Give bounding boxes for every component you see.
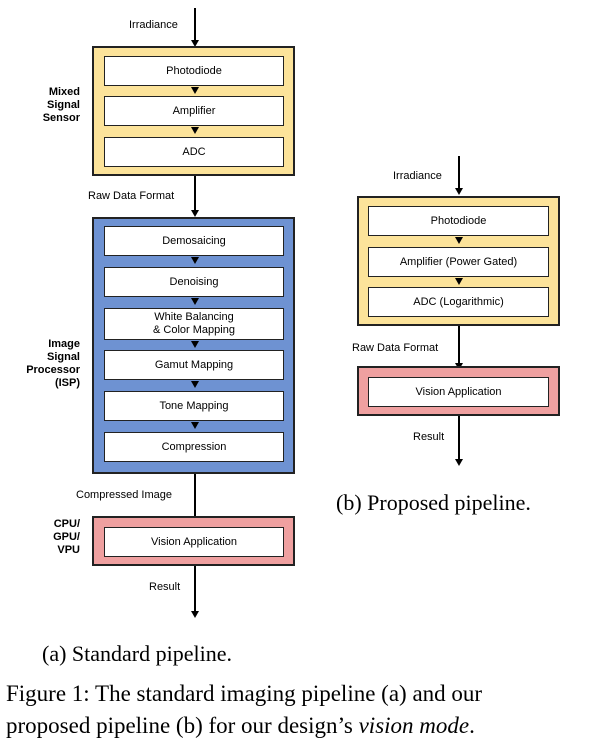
output-arrow-b — [455, 459, 463, 466]
input-line-a — [194, 8, 196, 40]
arrow-b-1 — [455, 237, 463, 244]
stage-vision-application-a: Vision Application — [104, 527, 284, 557]
figure-caption: Figure 1: The standard imaging pipeline … — [6, 678, 602, 742]
output-line-a — [194, 566, 196, 612]
arrow-b-2 — [455, 278, 463, 285]
figure-caption-line-1: Figure 1: The standard imaging pipeline … — [6, 681, 483, 706]
input-arrow-b — [455, 188, 463, 195]
arrow-isp-5 — [191, 422, 199, 429]
isp-side-label: Image Signal Processor (ISP) — [26, 338, 80, 389]
stage-denoising: Denoising — [104, 267, 284, 297]
figure-caption-line-2: proposed pipeline (b) for our design’s v… — [6, 713, 475, 738]
output-line-b — [458, 416, 460, 460]
compressed-line — [194, 474, 196, 518]
raw-line-b — [458, 326, 460, 364]
stage-adc-b: ADC (Logarithmic) — [368, 287, 549, 317]
result-label-b: Result — [413, 431, 445, 443]
compressed-image-label: Compressed Image — [76, 489, 172, 501]
stage-photodiode-b: Photodiode — [368, 206, 549, 236]
stage-photodiode-a: Photodiode — [104, 56, 284, 86]
stage-adc-a: ADC — [104, 137, 284, 167]
stage-compression: Compression — [104, 432, 284, 462]
input-line-b — [458, 156, 460, 188]
raw-format-label-b: Raw Data Format — [352, 342, 439, 354]
arrow-a-2 — [191, 127, 199, 134]
arrow-isp-2 — [191, 298, 199, 305]
stage-amplifier-b: Amplifier (Power Gated) — [368, 247, 549, 277]
raw-line-a — [194, 176, 196, 210]
stage-white-balancing: White Balancing & Color Mapping — [104, 308, 284, 340]
raw-format-label-a: Raw Data Format — [88, 190, 175, 202]
vision-mode-emphasis: vision mode — [358, 713, 470, 738]
cpu-side-label: CPU/ GPU/ VPU — [53, 518, 80, 556]
arrow-isp-1 — [191, 257, 199, 264]
output-arrow-a — [191, 611, 199, 618]
irradiance-label-a: Irradiance — [129, 19, 178, 31]
stage-tone-mapping: Tone Mapping — [104, 391, 284, 421]
stage-vision-application-b: Vision Application — [368, 377, 549, 407]
arrow-isp-3 — [191, 341, 199, 348]
stage-gamut-mapping: Gamut Mapping — [104, 350, 284, 380]
irradiance-label-b: Irradiance — [393, 170, 442, 182]
caption-a: (a) Standard pipeline. — [42, 641, 232, 666]
sensor-side-label-a: Mixed Signal Sensor — [42, 86, 80, 124]
raw-arrow-a — [191, 210, 199, 217]
stage-demosaicing: Demosaicing — [104, 226, 284, 256]
result-label-a: Result — [149, 581, 181, 593]
stage-amplifier-a: Amplifier — [104, 96, 284, 126]
input-arrow-a — [191, 40, 199, 47]
arrow-isp-4 — [191, 381, 199, 388]
arrow-a-1 — [191, 87, 199, 94]
caption-b: (b) Proposed pipeline. — [336, 490, 531, 515]
